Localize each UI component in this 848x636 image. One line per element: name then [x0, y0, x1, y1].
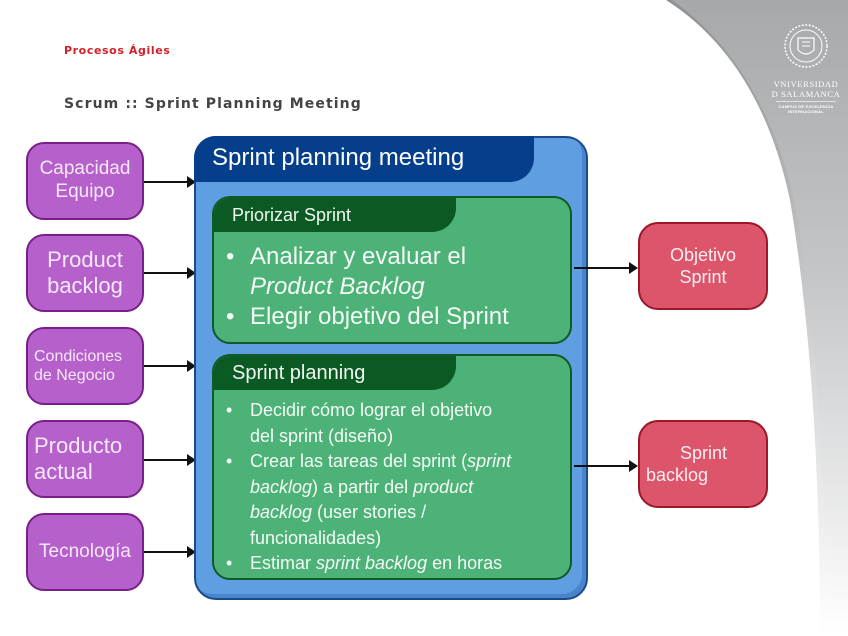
page-title: Scrum :: Sprint Planning Meeting	[64, 96, 362, 112]
bullet-text-italic: sprint	[467, 451, 512, 471]
input-label-line2: backlog	[47, 273, 123, 298]
input-label-line1: Producto	[34, 432, 123, 458]
bullet-text: ) a partir del	[312, 476, 414, 497]
priorizar-sprint-title: Priorizar Sprint	[214, 198, 456, 232]
arrow-input-3	[144, 360, 196, 372]
bullet-elegir: Elegir objetivo del Sprint	[214, 302, 570, 332]
bullet-text: Crear las tareas del sprint (	[250, 451, 468, 471]
bullet-text-italic: backlog	[250, 502, 313, 522]
logo-subtitle-1: CAMPUS DE EXCELENCIA	[778, 104, 834, 109]
arrow-output-backlog	[574, 460, 638, 472]
bullet-text-italic: backlog	[250, 476, 313, 497]
input-label-line2: de Negocio	[34, 367, 115, 384]
meeting-title: Sprint planning meeting	[194, 136, 534, 182]
bullet-text: Elegir objetivo del Sprint	[250, 303, 509, 330]
bullet-text: Decidir cómo lograr el objetivo	[250, 400, 493, 420]
bullet-text: funcionalidades)	[250, 527, 382, 548]
bullet-text-italic: Product Backlog	[250, 273, 425, 300]
input-condiciones-negocio: Condiciones de Negocio	[26, 327, 144, 405]
arrow-input-1	[144, 176, 196, 188]
output-label-line1: Sprint	[680, 443, 728, 463]
logo-subtitle-2: INTERNACIONAL	[788, 109, 824, 114]
arrow-input-4	[144, 454, 196, 466]
university-seal-icon	[784, 24, 828, 68]
sprint-planning-meeting-container: Sprint planning meeting Priorizar Sprint…	[194, 136, 588, 600]
bullet-text: (user stories /	[312, 502, 427, 522]
bullet-estimar: Estimar sprint backlog en horas	[214, 551, 570, 577]
bullet-decidir: Decidir cómo lograr el objetivo del sprin…	[214, 398, 570, 449]
bullet-text: del sprint (diseño)	[250, 425, 394, 446]
planning-bullets: Decidir cómo lograr el objetivo del sprin…	[214, 398, 570, 577]
arrow-input-5	[144, 546, 196, 558]
arrow-output-objetivo	[574, 262, 638, 274]
sprint-planning-panel: Sprint planning Decidir cómo lograr el o…	[212, 354, 572, 580]
bullet-analizar: Analizar y evaluar el Product Backlog	[214, 242, 570, 302]
bullet-text-italic: sprint backlog	[316, 553, 428, 573]
bullet-text: en horas	[427, 553, 503, 573]
bullet-text: Analizar y evaluar el	[250, 243, 467, 270]
priorizar-bullets: Analizar y evaluar el Product Backlog Ele…	[214, 242, 570, 332]
input-tecnologia: Tecnología	[26, 513, 144, 591]
input-label-line1: Product	[47, 246, 123, 272]
sprint-planning-title: Sprint planning	[214, 356, 456, 390]
input-label-line1: Tecnología	[39, 540, 131, 562]
input-label-line2: Equipo	[55, 181, 115, 202]
input-label-line1: Capacidad	[39, 158, 131, 180]
bullet-text-italic: product	[413, 476, 474, 497]
university-logo: VNIVERSIDAD D SALAMANCA CAMPUS DE EXCELE…	[764, 24, 848, 114]
arrow-input-2	[144, 267, 196, 279]
logo-line-1: VNIVERSIDAD	[773, 79, 839, 89]
bullet-text: Estimar	[250, 553, 317, 573]
priorizar-sprint-panel: Priorizar Sprint Analizar y evaluar el Pr…	[212, 196, 572, 344]
input-label-line2: actual	[34, 459, 93, 484]
output-label-line2: backlog	[646, 465, 709, 485]
output-label-line2: Sprint	[679, 267, 727, 287]
section-title: Procesos Ágiles	[64, 44, 171, 57]
logo-line-2: D SALAMANCA	[771, 89, 841, 99]
output-label-line1: Objetivo	[669, 245, 737, 265]
input-label-line1: Condiciones	[34, 347, 123, 365]
logo-divider	[776, 101, 836, 102]
bullet-crear: Crear las tareas del sprint (sprint backl…	[214, 449, 570, 551]
